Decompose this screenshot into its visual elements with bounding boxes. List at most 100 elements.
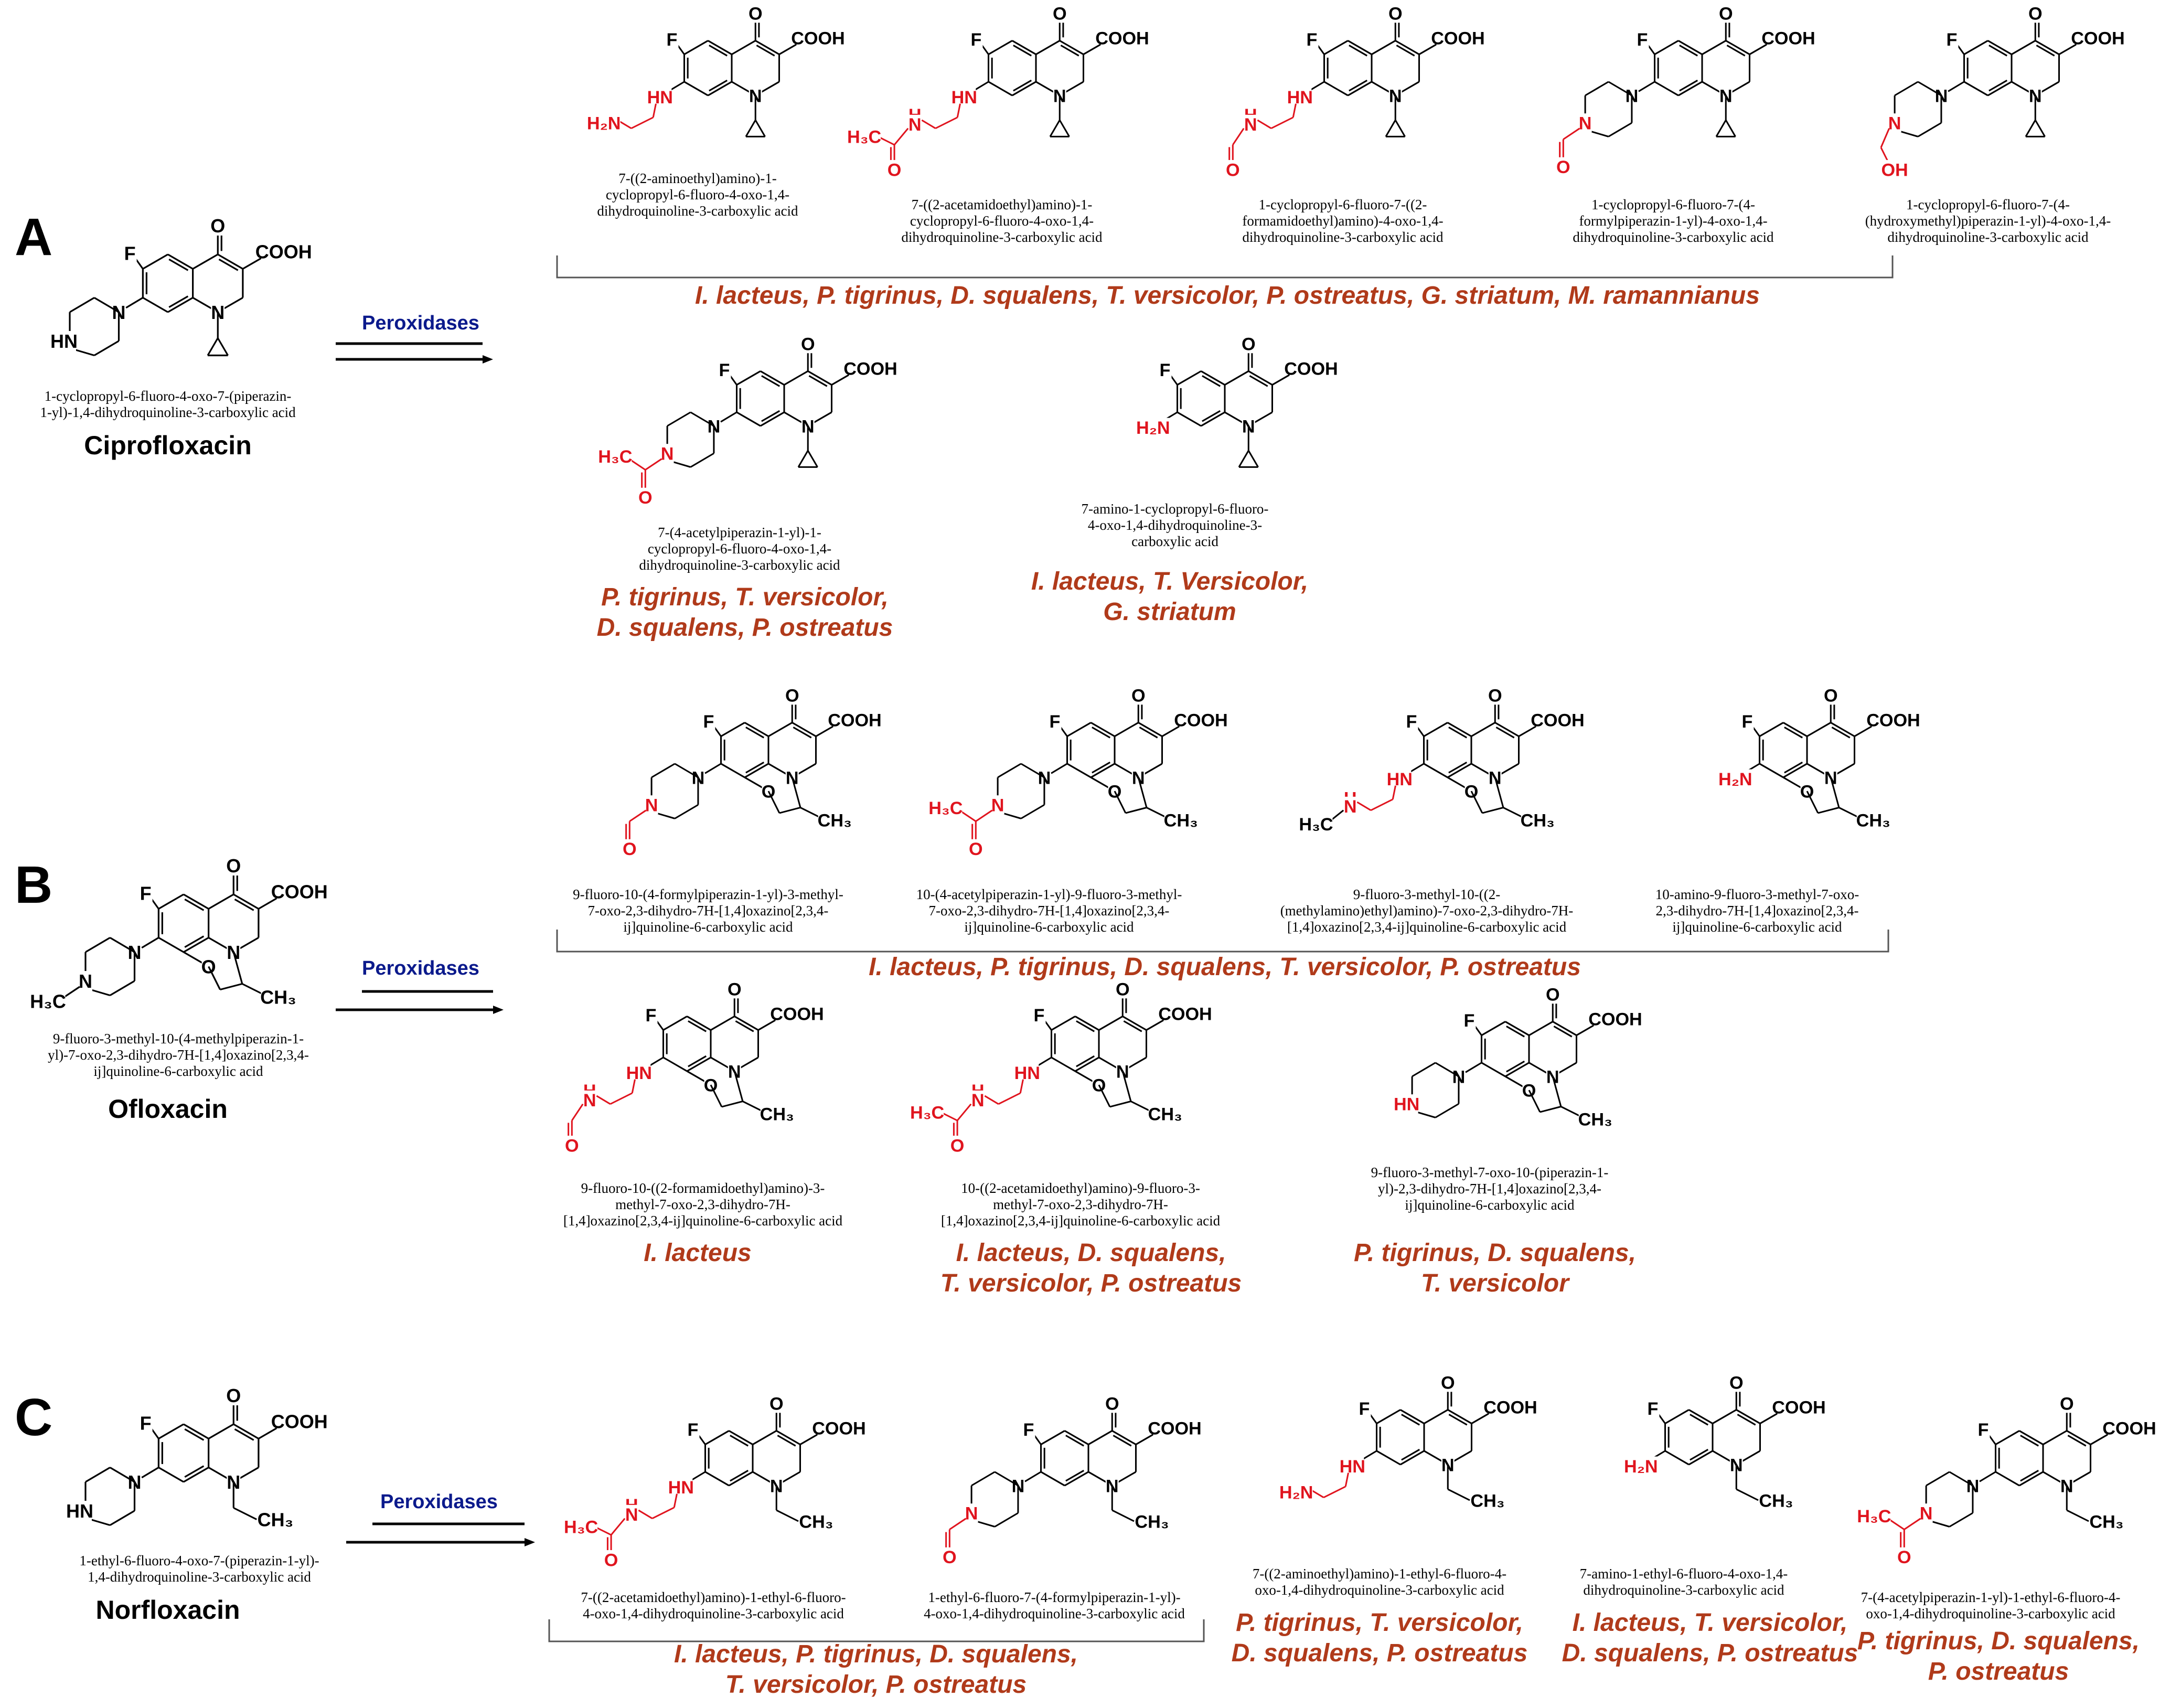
atom-label: CH₃: [1856, 811, 1890, 831]
atom-label-bg: [965, 1503, 978, 1523]
bond: [1679, 80, 1698, 92]
atom-label-bg: [1856, 810, 1890, 830]
atom-label-bg: [227, 1385, 241, 1405]
atom-label: O: [1053, 4, 1067, 24]
atom-label: O: [226, 855, 241, 877]
bond: [1818, 807, 1840, 814]
bond: [1447, 763, 1472, 778]
atom-label-bg: [1131, 686, 1145, 705]
structure-norfloxacin: OCOOHFNCH₃NHN: [66, 1385, 328, 1531]
bond: [1065, 1470, 1085, 1482]
arrow-label-peroxidases-b: Peroxidases: [362, 957, 479, 979]
atom-label-bg: [660, 444, 674, 463]
atom-label: O: [226, 1385, 241, 1406]
bond: [1257, 119, 1272, 130]
atom-label: HN: [668, 1478, 694, 1498]
atom-label-bg: [276, 1411, 322, 1432]
bond: [1608, 81, 1632, 97]
bond: [2067, 1435, 2087, 1447]
bond: [752, 1430, 777, 1446]
atom-label-bg: [1898, 1547, 1911, 1567]
bond: [2066, 1509, 2089, 1522]
atom-label-bg: [1137, 418, 1170, 437]
bond: [184, 935, 205, 948]
parent-iupac-norfloxacin: 1-ethyl-6-fluoro-4-oxo-7-(piperazin-1-yl…: [79, 1553, 319, 1585]
atom-label: COOH: [1761, 29, 1815, 49]
atom-label-bg: [1824, 686, 1837, 705]
bond: [653, 103, 657, 118]
atom-label-bg: [833, 710, 876, 730]
bond: [183, 893, 209, 910]
atom-label-bg: [943, 1547, 957, 1567]
atom-label: CH₃: [818, 811, 852, 831]
atom-label: F: [1406, 712, 1417, 732]
bond: [651, 763, 676, 778]
bond: [1482, 807, 1504, 814]
bond: [1806, 722, 1832, 738]
bond: [1608, 122, 1632, 137]
atom-label: H₂N: [1279, 1483, 1313, 1503]
structure-c1: OCOOHFNCH₃HNHNOH₃C: [564, 1394, 866, 1571]
bond: [232, 952, 243, 984]
group-bracket-b: [556, 930, 1889, 953]
bond: [1013, 80, 1032, 92]
bond: [674, 763, 699, 778]
bond: [1348, 81, 1373, 97]
bond: [1092, 762, 1111, 774]
atom-label: COOH: [1174, 711, 1228, 731]
atom-label-bg: [1488, 686, 1502, 705]
bond: [687, 1056, 712, 1072]
atom-label-bg: [969, 30, 983, 49]
atom-label: F: [646, 1006, 657, 1026]
bond: [1783, 763, 1808, 778]
bond: [807, 370, 832, 386]
bond: [638, 1509, 653, 1520]
atom-label-bg: [849, 359, 892, 378]
atom-label: H₃C: [30, 991, 66, 1012]
atom-label: O: [1897, 1547, 1911, 1567]
bond: [151, 1428, 159, 1439]
parent-iupac-ciprofloxacin: 1-cyclopropyl-6-fluoro-4-oxo-7-(piperazi…: [40, 388, 296, 420]
bond: [645, 458, 662, 471]
atom-label: O: [2060, 1394, 2074, 1414]
bond: [994, 1471, 1019, 1487]
arrow-label-peroxidases-a: Peroxidases: [362, 312, 479, 334]
organisms-a-group: I. lacteus, P. tigrinus, D. squalens, T.…: [695, 282, 1760, 309]
atom-label-bg: [1242, 334, 1255, 354]
atom-label-bg: [1635, 30, 1649, 49]
bond: [1560, 1106, 1581, 1117]
atom-label: O: [604, 1551, 618, 1571]
bond: [744, 722, 769, 738]
bond: [1712, 1409, 1737, 1425]
bond: [610, 1092, 633, 1105]
bond: [704, 1430, 730, 1446]
bond: [2011, 40, 2036, 56]
bond: [1664, 1409, 1690, 1425]
bond: [1066, 722, 1092, 738]
bond: [710, 1016, 735, 1031]
atom-label-bg: [625, 1505, 639, 1524]
bond: [720, 411, 737, 423]
atom-label: F: [1359, 1399, 1370, 1419]
bond: [1113, 1435, 1132, 1447]
product-iupac-c4: 7-amino-1-ethyl-6-fluoro-4-oxo-1,4- dihy…: [1579, 1566, 1788, 1598]
bond: [1376, 1450, 1401, 1466]
bond: [85, 937, 111, 953]
atom-label-bg: [971, 1091, 985, 1110]
atom-label: O: [1242, 335, 1256, 355]
atom-label: N: [991, 796, 1004, 816]
atom-label: F: [1034, 1006, 1045, 1026]
atom-label: F: [667, 30, 678, 50]
organisms-a-acetyl: P. tigrinus, T. versicolor, D. squalens,…: [596, 583, 893, 642]
atom-label: COOH: [843, 359, 897, 379]
atom-label: F: [124, 242, 136, 264]
atom-label-bg: [1919, 1503, 1933, 1523]
atom-label-bg: [68, 1501, 92, 1521]
atom-label-bg: [1048, 712, 1062, 731]
atom-label-bg: [1032, 1006, 1046, 1025]
bond: [745, 120, 756, 137]
bond: [85, 1467, 111, 1483]
bond: [1880, 128, 1890, 148]
bond: [808, 375, 828, 387]
bond: [1806, 791, 1819, 814]
